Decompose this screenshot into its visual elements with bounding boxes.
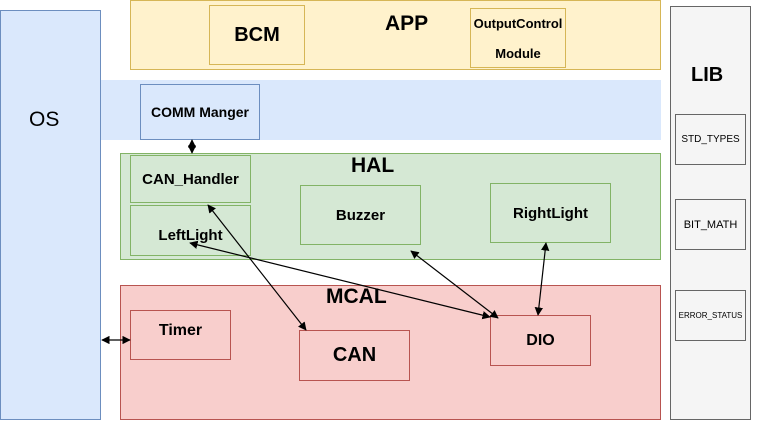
error-status-label: ERROR_STATUS [678,311,743,320]
os-layer [0,10,101,420]
lib-layer [670,6,751,420]
bcm-module[interactable]: BCM [209,5,305,65]
mcal-label: MCAL [326,285,387,308]
bit-math-label: BIT_MATH [683,218,738,231]
output-control-label-line1: OutputControl [473,16,563,31]
timer-label: Timer [158,322,203,339]
output-control-module[interactable]: OutputControl Module [470,8,566,68]
hal-label: HAL [351,154,395,177]
dio-label: DIO [526,331,555,349]
comm-manager-label: COMM Manger [151,104,249,120]
buzzer-label: Buzzer [335,206,386,224]
can-module[interactable]: CAN [299,330,410,381]
error-status-module[interactable]: ERROR_STATUS [675,290,746,341]
app-label: APP [385,12,429,35]
right-light-label: RightLight [513,204,588,222]
bcm-label: BCM [234,23,280,46]
std-types-label: STD_TYPES [681,134,740,145]
right-light-module[interactable]: RightLight [490,183,611,243]
bit-math-module[interactable]: BIT_MATH [675,199,746,250]
comm-manager-module[interactable]: COMM Manger [140,84,260,140]
os-label: OS [29,108,60,131]
can-handler-label: CAN_Handler [142,170,239,188]
left-light-label: LeftLight [158,227,223,244]
timer-module[interactable]: Timer [130,310,231,360]
can-handler-module[interactable]: CAN_Handler [130,155,251,203]
can-label: CAN [332,344,377,366]
comm-band [101,80,661,140]
lib-label: LIB [691,64,724,86]
app-layer [130,0,661,70]
left-light-module[interactable]: LeftLight [130,205,251,256]
std-types-module[interactable]: STD_TYPES [675,114,746,165]
buzzer-module[interactable]: Buzzer [300,185,421,245]
output-control-label-line2: Module [495,46,541,61]
dio-module[interactable]: DIO [490,315,591,366]
